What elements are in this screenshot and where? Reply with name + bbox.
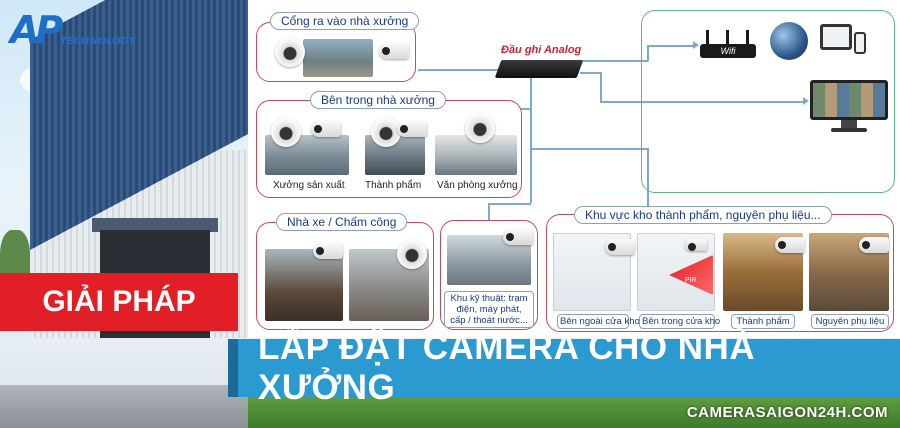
bullet-camera-icon [605, 239, 635, 255]
connector-line [580, 72, 600, 74]
bullet-camera-icon [313, 243, 343, 259]
dvr-label: Đầu ghi Analog [501, 44, 582, 56]
connector-line [488, 203, 490, 223]
caption-technical: Khu kỹ thuật: trạm điện, máy phát, cấp /… [444, 291, 534, 328]
main-title-bar: LẮP ĐẶT CAMERA CHO NHÀ XƯỞNG [228, 328, 900, 407]
monitor-icon [810, 80, 888, 120]
logo-text: TECHNOLOGY [60, 36, 136, 47]
caption-finished-storage: Thành phẩm [731, 314, 795, 329]
dome-camera-icon [371, 117, 401, 147]
bullet-camera-icon [311, 121, 341, 137]
arrow-head [693, 41, 699, 49]
antenna [726, 30, 729, 46]
connector-line [530, 148, 648, 150]
dvr-recorder-icon [494, 60, 584, 78]
caption-technical-line2: điện, máy phát, [456, 304, 522, 315]
connector-line [520, 108, 531, 110]
dome-camera-icon [397, 239, 427, 269]
bullet-camera-icon [397, 121, 427, 137]
caption-materials-storage: Nguyên phụ liệu [811, 314, 889, 329]
router-label: Wifi [700, 44, 756, 58]
tablet-icon [820, 24, 852, 50]
dome-camera-icon [465, 113, 495, 143]
caption-technical-line3: cấp / thoát nước... [450, 315, 528, 326]
group-gate-title: Cổng ra vào nhà xưởng [270, 12, 420, 30]
caption-technical-line1: Khu kỹ thuật: trạm [450, 293, 528, 304]
connector-line [600, 101, 805, 103]
door-canopy [92, 218, 218, 232]
connector-line [530, 78, 532, 203]
caption-door-outside: Bên ngoài cửa kho [557, 314, 640, 329]
connector-line [600, 72, 602, 102]
logo-mark: AP [10, 8, 63, 52]
smartphone-icon [854, 32, 866, 54]
caption-office: Văn phòng xưởng [437, 180, 518, 191]
group-parking-title: Nhà xe / Chấm công [276, 213, 408, 231]
bullet-camera-icon [859, 237, 889, 253]
connector-line [647, 45, 695, 47]
internet-globe-icon [770, 22, 808, 60]
bullet-camera-icon [685, 239, 707, 251]
bullet-camera-icon [775, 237, 805, 253]
company-logo: AP TECHNOLOGY [10, 8, 136, 54]
parking-image [265, 249, 343, 321]
main-title: LẮP ĐẶT CAMERA CHO NHÀ XƯỞNG [258, 328, 756, 407]
group-technical: Khu kỹ thuật: trạm điện, máy phát, cấp /… [440, 220, 538, 330]
group-parking [256, 222, 434, 330]
website-url: CAMERASAIGON24H.COM [686, 404, 888, 421]
connector-line [488, 203, 531, 205]
antenna [746, 30, 749, 46]
solution-label: GIẢI PHÁP [0, 273, 238, 331]
group-inside: Xưởng sản xuất Thành phẩm Văn phòng xưởn… [256, 100, 522, 198]
caption-production: Xưởng sản xuất [273, 180, 345, 191]
group-warehouse-title: Khu vực kho thành phẩm, nguyên phụ liệu.… [574, 206, 832, 224]
connector-line [580, 60, 648, 62]
monitor-screen [813, 83, 885, 117]
dome-camera-icon [275, 37, 305, 67]
camera-system-diagram: Cổng ra vào nhà xưởng Đầu ghi Analog Xưở… [248, 0, 900, 338]
remote-viewing-box [641, 10, 895, 193]
pir-label: PIR [685, 277, 697, 284]
group-inside-title: Bên trong nhà xưởng [310, 91, 446, 109]
connector-line [418, 69, 498, 71]
arrow-head [803, 97, 809, 105]
connector-line [647, 45, 649, 61]
monitor-stand [841, 120, 857, 130]
caption-finished-goods: Thành phẩm [365, 180, 422, 191]
caption-door-inside: Bên trong cửa kho [639, 314, 720, 329]
antenna [706, 30, 709, 46]
group-warehouse: PIR Bên ngoài cửa kho Bên trong cửa kho … [546, 214, 894, 332]
group-gate [256, 22, 416, 82]
wifi-router-icon: Wifi [700, 30, 756, 60]
monitor-base [831, 128, 867, 132]
bullet-camera-icon [379, 43, 409, 59]
gate-image [303, 39, 373, 77]
bullet-camera-icon [503, 229, 533, 245]
dome-camera-icon [271, 117, 301, 147]
connector-line [647, 148, 649, 206]
